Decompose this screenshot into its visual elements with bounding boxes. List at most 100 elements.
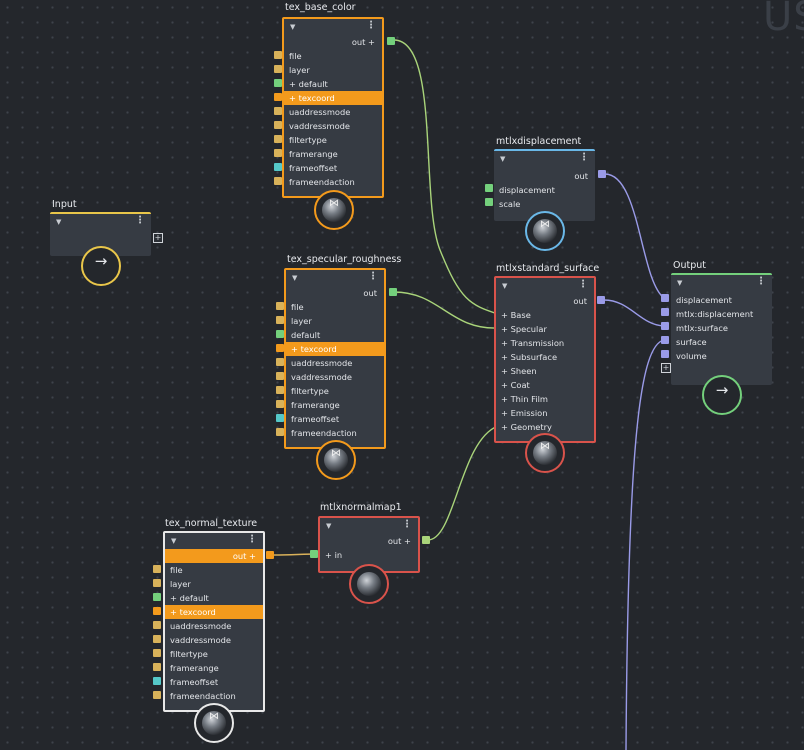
input-row-selected: + texcoord: [286, 342, 384, 356]
collapse-caret-icon[interactable]: ▼: [56, 218, 62, 226]
add-port-icon[interactable]: +: [153, 233, 163, 243]
output-port[interactable]: [422, 536, 430, 544]
input-port[interactable]: [274, 121, 282, 129]
output-port[interactable]: [598, 170, 606, 178]
input-port[interactable]: [153, 691, 161, 699]
collapse-caret-icon[interactable]: ▼: [500, 155, 506, 163]
surface-node-icon: ⋈: [525, 433, 565, 473]
input-port[interactable]: [276, 428, 284, 436]
input-port[interactable]: [485, 184, 493, 192]
node-menu-icon[interactable]: ⋮: [756, 276, 766, 287]
mtlxstandard-surface-node[interactable]: ▼ ⋮ out + Base + Specular + Transmission…: [494, 276, 596, 443]
input-port[interactable]: [274, 51, 282, 59]
output-port-row: out +: [351, 37, 375, 47]
input-port[interactable]: [153, 565, 161, 573]
node-menu-icon[interactable]: ⋮: [366, 20, 376, 31]
input-port[interactable]: [276, 400, 284, 408]
output-node-title: Output: [673, 260, 706, 271]
collapse-caret-icon[interactable]: ▼: [292, 274, 298, 282]
input-port[interactable]: [661, 294, 669, 302]
mtlxstandard-surface-title: mtlxstandard_surface: [496, 263, 600, 274]
mtlxdisplacement-node[interactable]: ▼ ⋮ out displacement scale: [494, 149, 595, 221]
mtlxnormalmap1-node[interactable]: ▼ ⋮ out + + in: [318, 516, 420, 573]
node-menu-icon[interactable]: ⋮: [135, 215, 145, 226]
input-row: file: [291, 302, 304, 312]
tex-specular-roughness-title: tex_specular_roughness: [287, 254, 402, 265]
input-port[interactable]: [153, 635, 161, 643]
tex-base-color-node[interactable]: ▼ ⋮ out + file layer + default + texcoor…: [282, 17, 384, 198]
input-port[interactable]: [153, 579, 161, 587]
input-port[interactable]: [274, 135, 282, 143]
input-row: file: [289, 51, 302, 61]
mtlxnormalmap1-title: mtlxnormalmap1: [320, 502, 402, 513]
input-port[interactable]: [274, 149, 282, 157]
input-group-row: + Coat: [501, 380, 530, 390]
input-port[interactable]: [276, 316, 284, 324]
input-port[interactable]: [276, 414, 284, 422]
input-port[interactable]: [274, 65, 282, 73]
output-port[interactable]: [387, 37, 395, 45]
input-port[interactable]: [274, 163, 282, 171]
watermark-text: US: [763, 0, 804, 40]
input-row: file: [170, 565, 183, 575]
input-row: scale: [499, 199, 521, 209]
wire-spec-roughness: [393, 291, 499, 329]
input-port[interactable]: [661, 336, 669, 344]
input-port[interactable]: [274, 93, 282, 101]
collapse-caret-icon[interactable]: ▼: [502, 282, 508, 290]
output-port[interactable]: [597, 296, 605, 304]
input-row: vaddressmode: [170, 635, 232, 645]
input-port[interactable]: [276, 330, 284, 338]
collapse-caret-icon[interactable]: ▼: [290, 23, 296, 31]
node-menu-icon[interactable]: ⋮: [579, 152, 589, 163]
input-port[interactable]: [153, 663, 161, 671]
input-row: vaddressmode: [289, 121, 351, 131]
collapse-caret-icon[interactable]: ▼: [171, 537, 177, 545]
input-port[interactable]: [661, 308, 669, 316]
input-port[interactable]: [485, 198, 493, 206]
input-port[interactable]: [153, 621, 161, 629]
node-menu-icon[interactable]: ⋮: [402, 519, 412, 530]
input-port[interactable]: [276, 372, 284, 380]
output-arrow-icon: →: [702, 375, 742, 415]
input-node-title: Input: [52, 199, 77, 210]
input-row: uaddressmode: [289, 107, 351, 117]
collapse-caret-icon[interactable]: ▼: [677, 279, 683, 287]
input-port[interactable]: [153, 677, 161, 685]
output-port[interactable]: [389, 288, 397, 296]
input-row-selected: + texcoord: [284, 91, 382, 105]
input-row: layer: [170, 579, 191, 589]
input-row: surface: [676, 337, 707, 347]
node-menu-icon[interactable]: ⋮: [247, 534, 257, 545]
input-row: frameoffset: [170, 677, 219, 687]
input-port[interactable]: [276, 302, 284, 310]
tex-normal-texture-title: tex_normal_texture: [165, 518, 258, 529]
input-port[interactable]: [274, 107, 282, 115]
tex-normal-texture-node[interactable]: ▼ ⋮ out + file layer + default + texcoor…: [163, 531, 265, 712]
input-port[interactable]: [153, 649, 161, 657]
input-port[interactable]: [310, 550, 318, 558]
texture-node-icon: ⋈: [194, 703, 234, 743]
input-port[interactable]: [661, 322, 669, 330]
add-port-icon[interactable]: +: [661, 363, 671, 373]
output-node[interactable]: ▼ ⋮ displacement mtlx:displacement mtlx:…: [671, 273, 772, 385]
input-port[interactable]: [153, 593, 161, 601]
texture-node-icon: ⋈: [316, 440, 356, 480]
input-row: volume: [676, 351, 707, 361]
input-port[interactable]: [661, 350, 669, 358]
node-menu-icon[interactable]: ⋮: [578, 279, 588, 290]
input-port[interactable]: [274, 177, 282, 185]
input-port[interactable]: [276, 386, 284, 394]
tex-specular-roughness-node[interactable]: ▼ ⋮ out file layer default + texcoord ua…: [284, 268, 386, 449]
output-port-row: out +: [387, 536, 411, 546]
input-port[interactable]: [276, 344, 284, 352]
output-port[interactable]: [266, 551, 274, 559]
input-port[interactable]: [274, 79, 282, 87]
input-port[interactable]: [153, 607, 161, 615]
input-row: framerange: [289, 149, 338, 159]
node-menu-icon[interactable]: ⋮: [368, 271, 378, 282]
collapse-caret-icon[interactable]: ▼: [326, 522, 332, 530]
output-port-row: out: [363, 288, 377, 298]
input-port[interactable]: [276, 358, 284, 366]
texture-node-icon: ⋈: [314, 190, 354, 230]
